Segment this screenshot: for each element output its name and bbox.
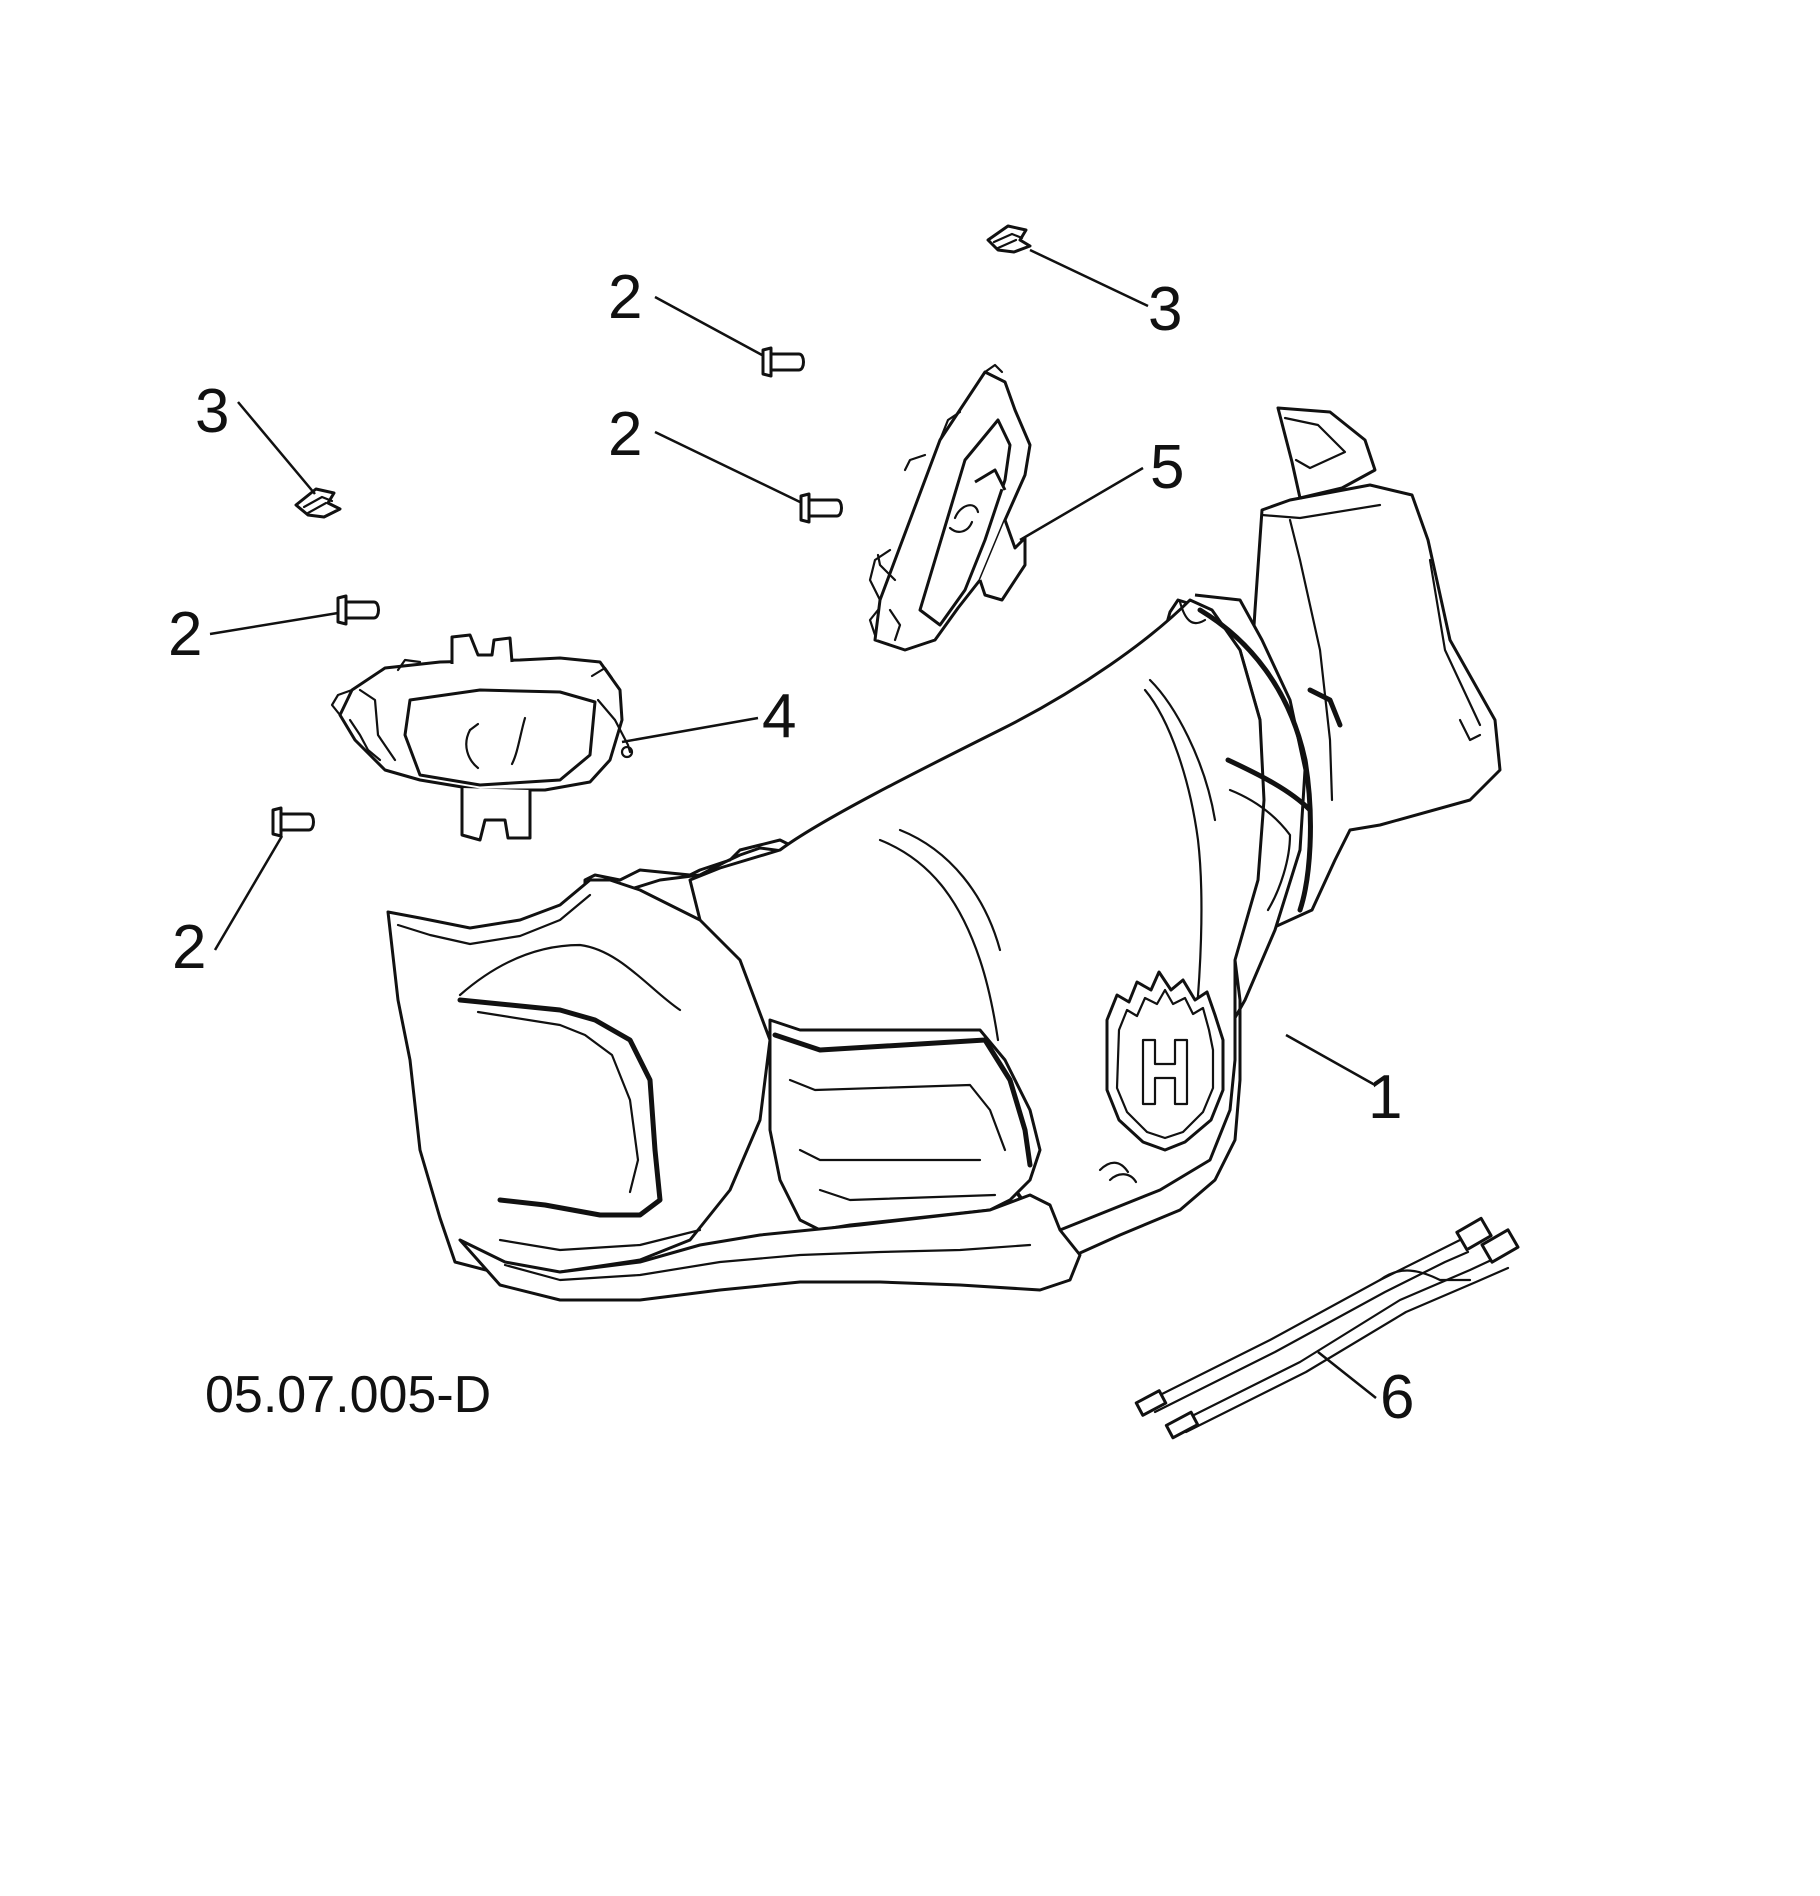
part-2-bolt-c <box>336 594 380 626</box>
callout-3-a: 3 <box>1148 275 1182 344</box>
part-6-wiring-harness <box>1134 1216 1520 1440</box>
callout-2-a: 2 <box>608 263 642 332</box>
husqvarna-logo-icon <box>1105 970 1225 1152</box>
part-2-bolt-b <box>799 492 843 524</box>
drawing-code: 05.07.005-D <box>205 1366 491 1424</box>
part-2-bolt-a <box>761 346 805 378</box>
part-3-clip-a <box>986 224 1032 254</box>
callout-2-b: 2 <box>608 400 642 469</box>
part-5-right-headlight <box>868 363 1032 652</box>
part-2-bolt-d <box>271 806 315 838</box>
part-4-left-headlight <box>330 633 634 842</box>
callout-2-d: 2 <box>172 913 206 982</box>
callout-3-b: 3 <box>195 377 229 446</box>
callout-5: 5 <box>1150 433 1184 502</box>
part-3-clip-b <box>294 487 342 519</box>
callout-2-c: 2 <box>168 600 202 669</box>
callout-1: 1 <box>1368 1063 1402 1132</box>
callout-4: 4 <box>762 682 796 751</box>
callout-6: 6 <box>1380 1363 1414 1432</box>
